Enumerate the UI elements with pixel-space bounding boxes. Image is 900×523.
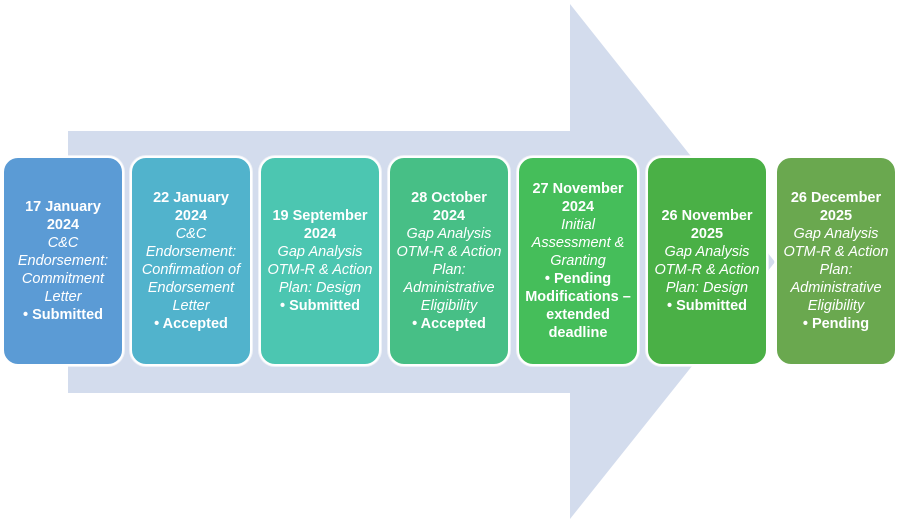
step-description: Gap Analysis OTM-R & Action Plan: Design	[654, 244, 760, 296]
step-status: • Submitted	[280, 298, 360, 314]
step-description: Gap Analysis OTM-R & Action Plan: Admini…	[396, 226, 502, 314]
step-status: • Accepted	[154, 316, 228, 332]
step-date: 19 September 2024	[272, 208, 368, 242]
step-status: • Pending Modifications – extended deadl…	[525, 271, 631, 341]
timeline-step-2: 22 January 2024 C&C Endorsement: Confirm…	[130, 156, 252, 366]
step-status: • Submitted	[23, 307, 103, 323]
step-date: 28 October 2024	[411, 190, 487, 224]
timeline-step-6: 26 November 2025 Gap Analysis OTM-R & Ac…	[646, 156, 768, 366]
step-date: 26 December 2025	[790, 190, 882, 224]
step-description: Gap Analysis OTM-R & Action Plan: Design	[267, 244, 373, 296]
step-description: C&C Endorsement: Commitment Letter	[17, 235, 109, 305]
step-status: • Accepted	[412, 316, 486, 332]
timeline-step-5: 27 November 2024 Initial Assessment & Gr…	[517, 156, 639, 366]
step-status: • Pending	[802, 316, 870, 332]
step-description: Gap Analysis OTM-R & Action Plan: Admini…	[783, 226, 889, 314]
timeline-step-3: 19 September 2024 Gap Analysis OTM-R & A…	[259, 156, 381, 366]
step-date: 27 November 2024	[532, 181, 624, 215]
timeline-step-7: 26 December 2025 Gap Analysis OTM-R & Ac…	[775, 156, 897, 366]
step-description: C&C Endorsement: Confirmation of Endorse…	[141, 226, 241, 314]
timeline-step-4: 28 October 2024 Gap Analysis OTM-R & Act…	[388, 156, 510, 366]
step-date: 22 January 2024	[153, 190, 229, 224]
step-date: 26 November 2025	[661, 208, 753, 242]
step-date: 17 January 2024	[25, 199, 101, 233]
timeline-step-1: 17 January 2024 C&C Endorsement: Commitm…	[2, 156, 124, 366]
step-status: • Submitted	[667, 298, 747, 314]
step-description: Initial Assessment & Granting	[531, 217, 625, 269]
